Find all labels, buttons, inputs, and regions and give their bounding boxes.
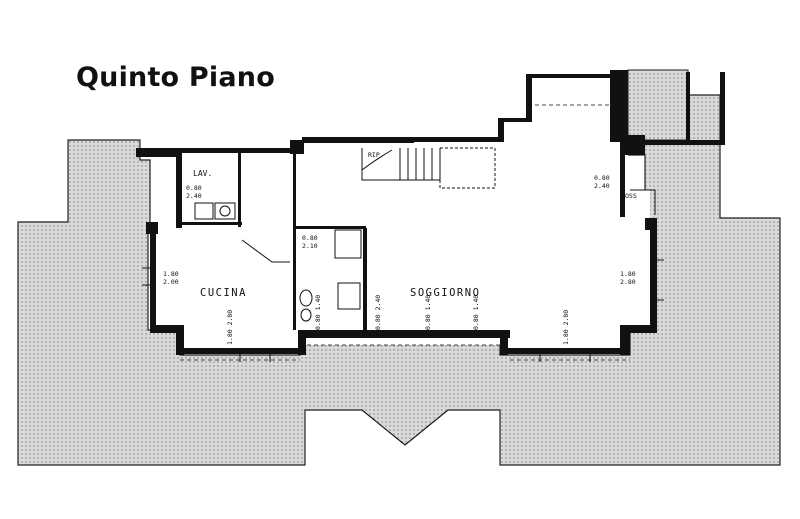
walls xyxy=(136,70,725,355)
dim-cucina-bottom: 1.80 2.80 xyxy=(226,310,234,345)
dim-sogg-mid2: 0.80 1.40 xyxy=(424,295,432,330)
room-label-ripostiglio: RIP. xyxy=(368,151,384,159)
dim-bagno-low: 0.80 1.40 xyxy=(314,295,322,330)
dim-line: 0.80 xyxy=(594,174,610,182)
fixtures xyxy=(194,189,656,322)
dim-sogg-bottom: 1.80 2.80 xyxy=(562,310,570,345)
dim-line: 0.80 xyxy=(186,184,202,192)
dim-sogg-mid3: 0.80 1.40 xyxy=(472,295,480,330)
dim-line: 1.80 xyxy=(620,270,636,278)
page-title: Quinto Piano xyxy=(76,62,275,93)
dim-line: 2.80 xyxy=(620,278,636,286)
dim-line: 1.80 xyxy=(163,270,179,278)
dim-line: 2.40 xyxy=(186,192,202,200)
staircase xyxy=(361,147,496,189)
window-marks xyxy=(142,259,664,362)
room-label-soggiorno: SOGGIORNO xyxy=(410,287,480,299)
room-label-cucina: CUCINA xyxy=(200,287,247,299)
dim-line: 2.40 xyxy=(594,182,610,190)
dim-sogg-mid1: 0.80 2.40 xyxy=(374,295,382,330)
room-label-lavanderia: LAV. xyxy=(193,169,212,178)
dim-line: 2.10 xyxy=(302,242,318,250)
dim-oss: OSS xyxy=(625,192,637,200)
dim-line: 2.00 xyxy=(163,278,179,286)
interior xyxy=(150,105,650,350)
dim-line: 0.80 xyxy=(302,234,318,242)
